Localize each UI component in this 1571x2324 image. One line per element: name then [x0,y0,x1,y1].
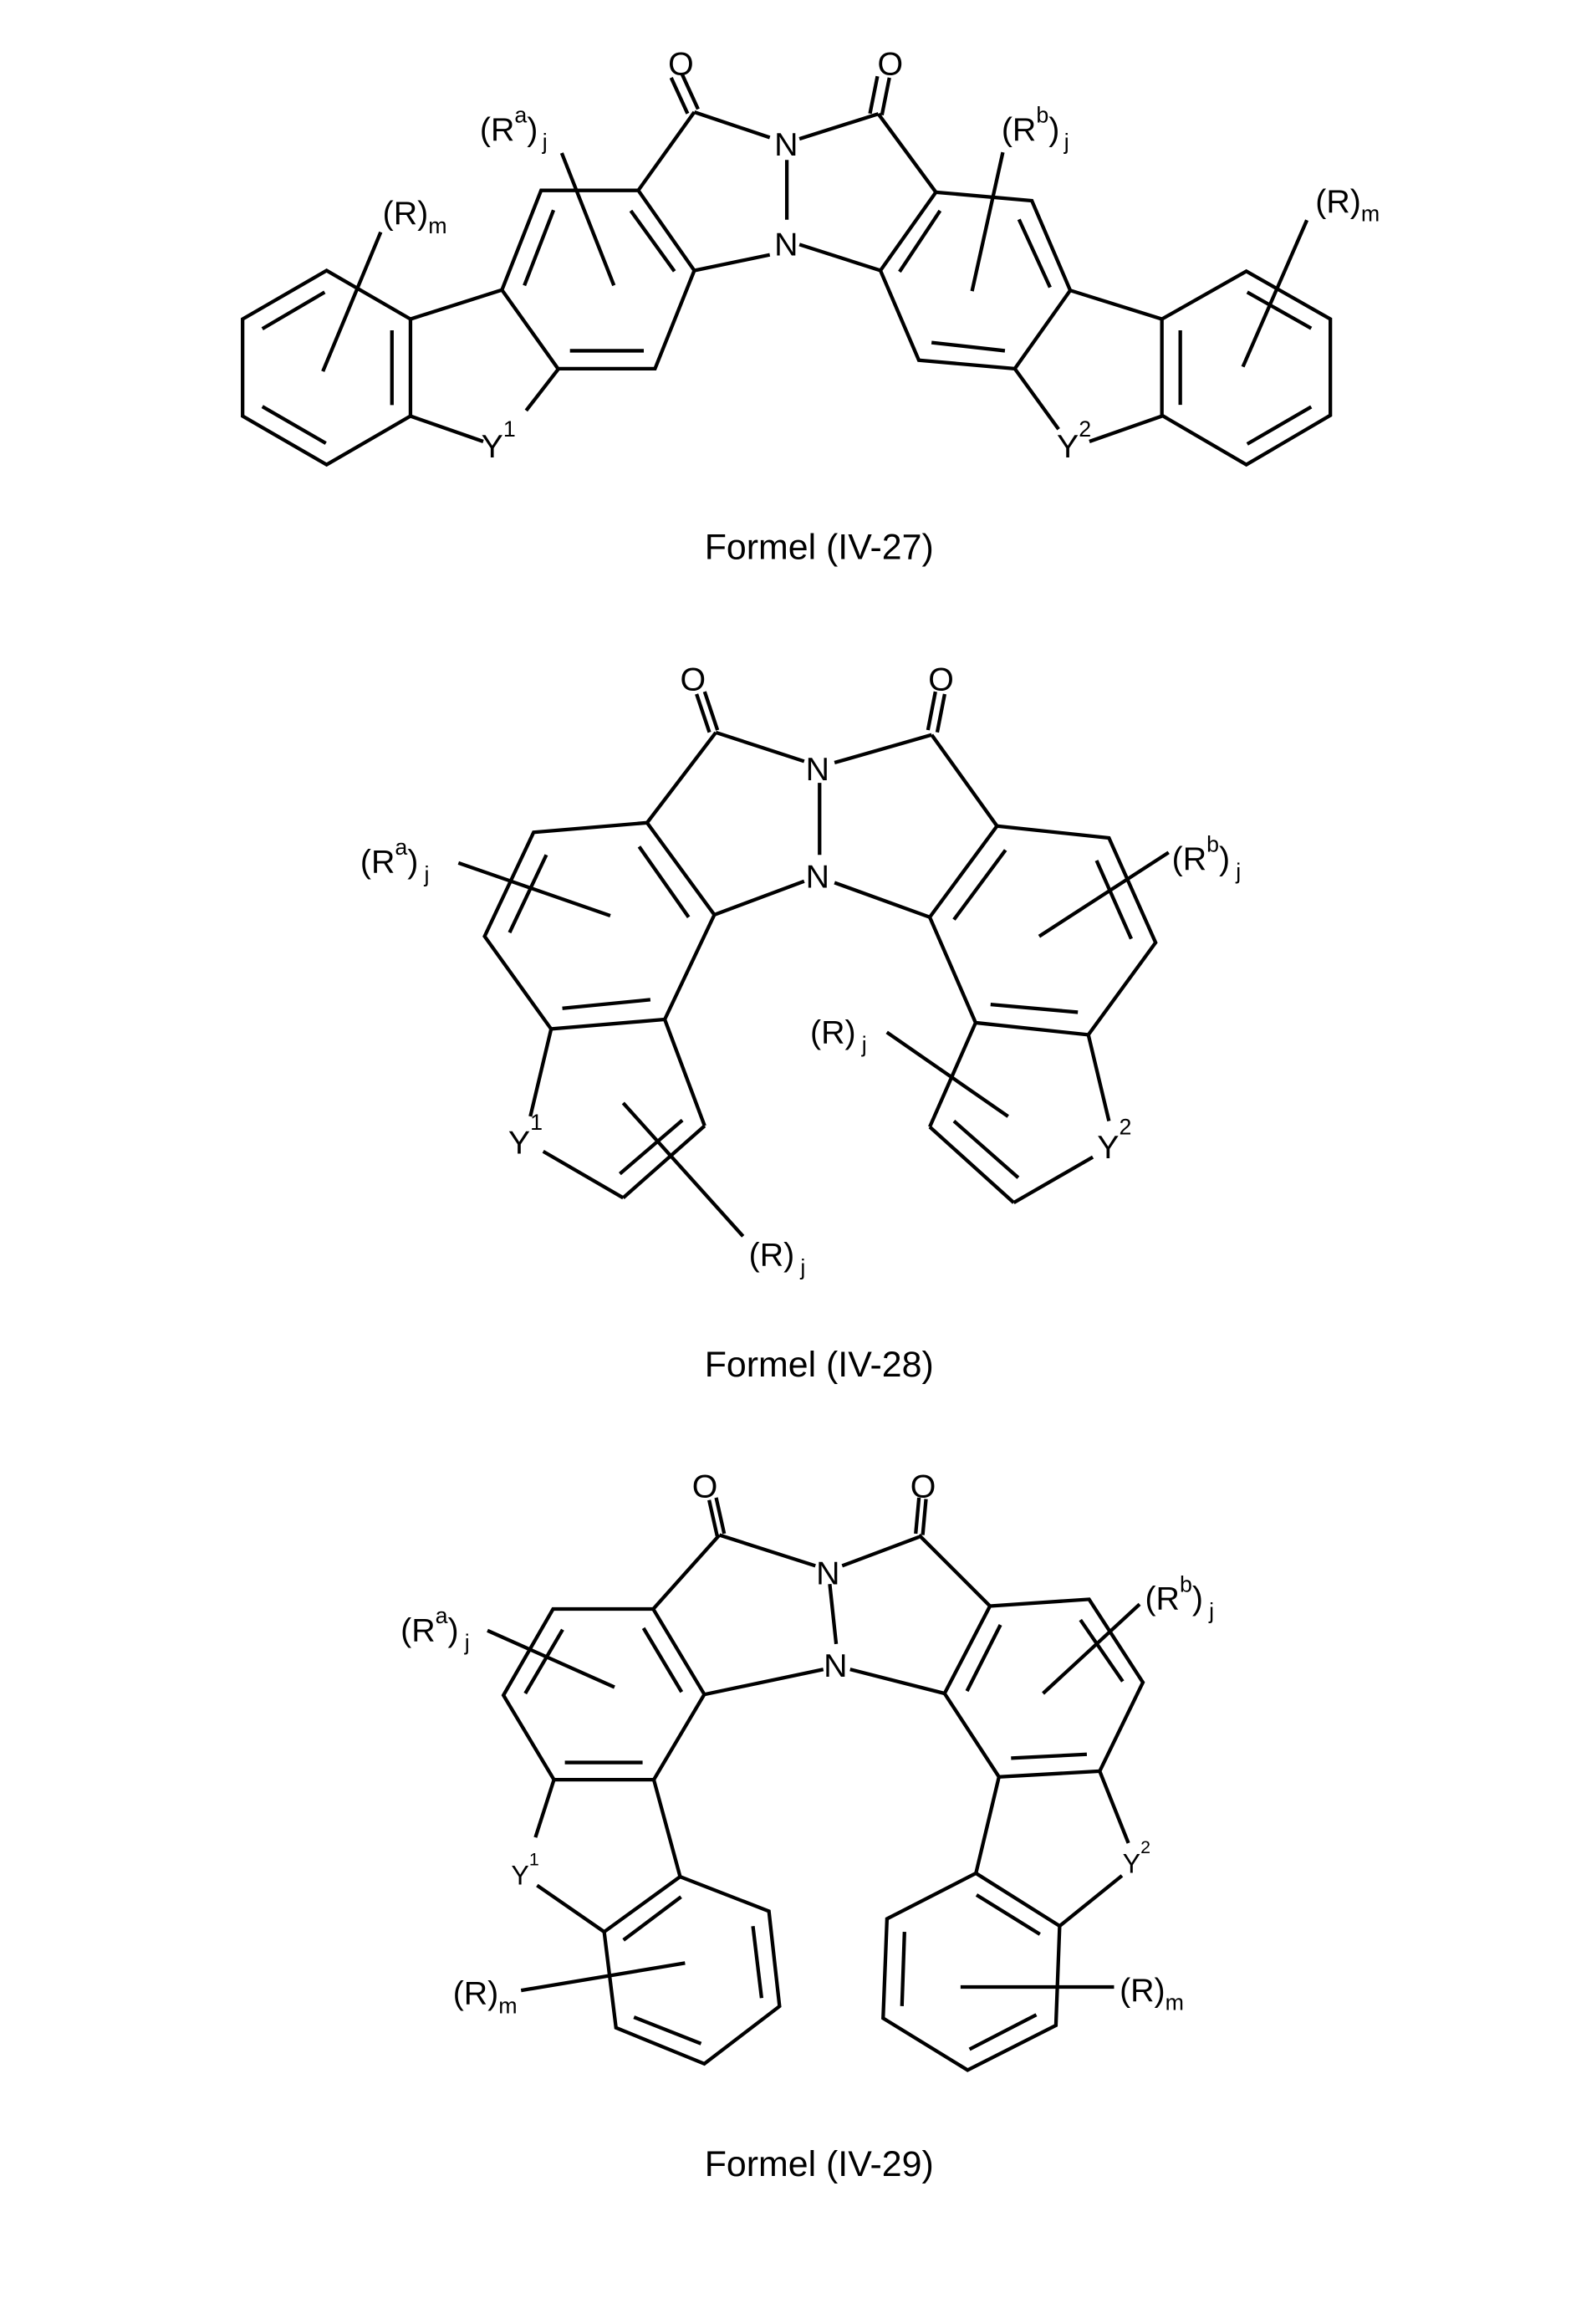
iv27-nitrogen-bottom: N [774,227,798,263]
iv28-rj-right-label: (R)j [810,1014,867,1057]
iv29-ra-bond [487,1628,615,1689]
iv27-ra-label: (Ra)j [480,103,548,155]
iv28-nitrogen-bottom: N [806,859,829,896]
iv29-ra-label: (Ra)j [400,1603,470,1655]
iv29-oxygen-right: O [910,1468,936,1505]
iv28-rb-label: (Rb)j [1172,832,1242,884]
iv29-left-benzene-ring [602,1874,782,2066]
iv29-y2: Y2 [1123,1837,1150,1878]
iv29-rm-left-bond [520,1961,686,1993]
formula-iv-28: O O N N Y1 Y2 (Ra)j (Rb)j (R)j (R)j Form… [360,661,1241,1385]
iv29-oxygen-left: O [692,1468,718,1505]
iv28-rj-left-label: (R)j [749,1237,806,1280]
iv28-ra-bond [457,861,611,918]
iv27-left-benzene-ring [241,268,413,467]
iv28-right-core-ring [927,824,1158,1037]
iv29-nitrogen-bottom: N [824,1647,847,1684]
iv27-right-benzene-ring [1160,268,1333,467]
iv27-oxygen-right: O [877,45,903,82]
formula-iv-27: O O N N Y1 Y2 (R)m (Ra)j (Rb)j (R)m Form… [241,45,1380,567]
iv29-rb-label: (Rb)j [1145,1571,1214,1623]
iv27-rm-left-label: (R)m [383,195,447,238]
iv27-left-core-ring [499,188,696,371]
iv28-oxygen-left: O [680,661,706,698]
iv28-left-core-ring [482,820,717,1031]
iv27-y1: Y1 [482,416,516,465]
iv29-rm-left-label: (R)m [453,1975,518,2019]
iv27-nitrogen-top: N [774,126,798,163]
iv29-y1: Y1 [511,1849,538,1890]
iv29-rm-right-label: (R)m [1120,1972,1184,2015]
iv29-rb-bond [1042,1602,1141,1695]
iv27-rb-label: (Rb)j [1002,103,1069,155]
iv29-right-core-ring [942,1597,1145,1779]
iv29-caption: Formel (IV-29) [705,2144,934,2184]
iv27-rm-right-bond [1241,219,1309,368]
formula-iv-29: O O N N Y1 Y2 (Ra)j (Rb)j (R)m (R)m Form… [400,1468,1214,2184]
iv28-rb-bond [1038,850,1170,938]
iv28-ra-label: (Ra)j [360,835,430,886]
iv27-caption: Formel (IV-27) [705,527,934,567]
iv27-y2: Y2 [1057,416,1091,465]
iv28-rj-left-bond [621,1101,745,1238]
iv29-right-benzene-ring [881,1871,1062,2072]
iv28-y2: Y2 [1097,1114,1131,1166]
iv28-oxygen-right: O [928,661,954,698]
iv27-rm-right-label: (R)m [1315,183,1380,227]
iv27-ra-bond [559,152,616,287]
iv28-rj-right-bond [885,1030,1009,1118]
iv27-rb-bond [970,151,1005,292]
iv29-nitrogen-top: N [816,1555,839,1591]
iv28-caption: Formel (IV-28) [705,1345,934,1385]
iv27-oxygen-left: O [668,45,694,82]
iv28-y1: Y1 [508,1110,543,1162]
iv28-nitrogen-top: N [806,751,829,788]
iv27-rm-left-bond [321,231,383,372]
iv29-left-core-ring [501,1606,706,1782]
